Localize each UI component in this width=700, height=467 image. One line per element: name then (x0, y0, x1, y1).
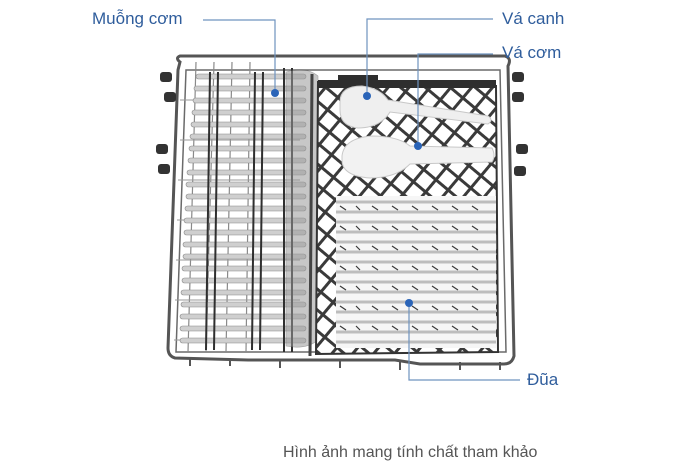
callout-dot-va-canh (363, 92, 371, 100)
label-va-canh: Vá canh (502, 9, 565, 28)
callout-dots (271, 89, 422, 307)
reference-caption: Hình ảnh mang tính chất tham khảo (283, 444, 538, 461)
callout-dot-dua (405, 299, 413, 307)
label-dua: Đũa (527, 370, 559, 389)
rice-paddle (341, 135, 495, 179)
chopstick-tray (336, 196, 496, 348)
callout-dot-muong-com (271, 89, 279, 97)
spoon-rows (179, 68, 319, 352)
callout-lines (203, 18, 520, 381)
callout-line-va-canh (366, 18, 493, 96)
soup-ladle (339, 85, 492, 129)
callout-line-va-com (417, 53, 493, 146)
label-muong-com: Muỗng cơm (92, 9, 183, 28)
callout-dot-va-com (414, 142, 422, 150)
label-va-com: Vá cơm (502, 43, 562, 62)
rack-wheels (156, 72, 528, 176)
callout-line-muong-com (203, 19, 276, 93)
callout-line-dua (408, 303, 520, 381)
rack-divider (308, 73, 314, 357)
